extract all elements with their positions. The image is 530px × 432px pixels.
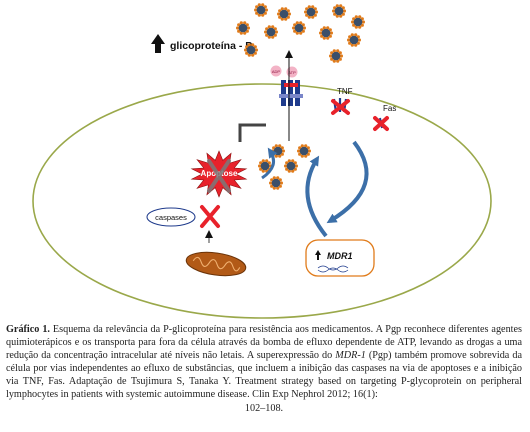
drug-molecule-icon	[244, 43, 258, 57]
caspases-block-x-icon	[200, 205, 220, 228]
fas-receptor: Fas	[373, 104, 396, 131]
drug-molecule-icon	[277, 7, 291, 21]
adp-badge-label: ATP	[288, 70, 296, 75]
tnf-block-x-icon	[331, 99, 350, 115]
caspases-node: caspases	[146, 205, 220, 243]
pgp-title: glicoproteína - P	[151, 34, 252, 53]
cell-membrane	[32, 83, 492, 319]
atp-badge-label: ADP	[272, 69, 281, 74]
fas-block-x-icon	[373, 116, 389, 131]
caption-ending: 102–108.	[244, 402, 284, 414]
drug-molecule-icon	[292, 21, 306, 35]
drug-molecule-icon	[329, 49, 343, 63]
caption-body-1: Esquema da relevância da P-glicoproteína…	[6, 324, 522, 362]
inhibition-bracket	[238, 123, 266, 142]
caspases-label: caspases	[155, 213, 187, 222]
arrow-from-pgp	[261, 147, 278, 180]
drug-molecule-icon	[297, 144, 311, 158]
figure-caption: Gráfico 1. Esquema da relevância da P-gl…	[6, 323, 522, 428]
drug-molecule-icon	[236, 21, 250, 35]
mdr1-up-arrow-icon	[315, 250, 321, 260]
arrow-mdr1-to-pgp	[305, 155, 328, 238]
arrow-to-apoptose	[326, 140, 369, 224]
mitochondria	[185, 251, 247, 277]
atp-badge	[270, 65, 282, 77]
caption-body-2: (Pgp) também promove sobrevida da célula…	[6, 350, 522, 401]
drug-molecule-icon	[264, 25, 278, 39]
drug-molecules-outside	[236, 3, 365, 63]
drug-molecule-icon	[347, 33, 361, 47]
drug-molecule-icon	[258, 159, 272, 173]
tnf-receptor: TNF	[331, 87, 353, 115]
mdr1-label: MDR1	[327, 251, 353, 261]
caption-heading: Gráfico 1.	[6, 324, 50, 335]
dna-icon	[317, 265, 349, 273]
drug-molecule-icon	[269, 176, 283, 190]
tnf-label: TNF	[337, 87, 353, 96]
pgp-diagram: glicoproteína - P ADP ATP TNF Fas Apopto…	[32, 3, 492, 319]
apoptose-burst: Apoptose	[190, 150, 248, 198]
caption-gene: MDR-1	[335, 350, 366, 362]
drug-molecule-icon	[254, 3, 268, 17]
drug-molecule-icon	[351, 15, 365, 29]
drug-molecules-inside	[258, 144, 311, 190]
drug-molecule-icon	[319, 26, 333, 40]
pgp-pump: ADP ATP	[270, 50, 303, 141]
apoptose-block-x-icon	[207, 159, 231, 193]
drug-molecule-icon	[332, 4, 346, 18]
drug-molecule-icon	[304, 5, 318, 19]
mdr1-box: MDR1	[305, 239, 375, 277]
up-arrow-icon	[151, 34, 165, 53]
drug-molecule-icon	[284, 159, 298, 173]
title-label: glicoproteína - P	[170, 40, 252, 52]
fas-label: Fas	[383, 104, 396, 113]
